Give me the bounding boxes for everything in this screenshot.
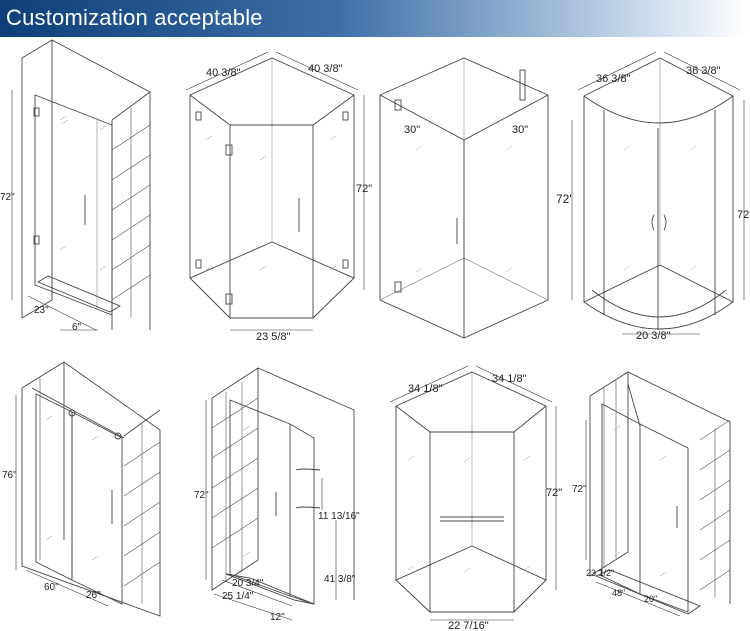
p3-height-label: 72' [556,192,572,206]
p3-right-depth-label: 30" [512,124,528,136]
p7-left-depth-label: 34 1/8" [408,383,443,395]
p2-door-width-label: 23 5/8" [256,331,291,343]
p6-total-width-label: 25 1/4" [222,591,254,602]
shower-enclosure-diagrams: 72" 23" 6" 40 3/8" 40 3/8" 72" 23 5/8" [0,39,750,631]
panel-3-square-corner: 30" 30" 72' [379,57,573,339]
panel-4-round-corner: 36 3/8" 36 3/8" 72" 20 3/8" [577,51,750,342]
page-title: Customization acceptable [6,5,263,30]
p1-height-label: 72" [0,192,15,203]
p1-return-label: 6" [72,322,82,333]
panel-8-alcove-hinged: 72" 23 1/2" 48" 20" [572,371,731,617]
p8-panel-width-label: 23 1/2" [586,568,614,578]
p7-height-label: 72" [546,487,562,499]
header-banner: Customization acceptable [0,0,750,37]
p4-right-depth-label: 36 3/8" [686,65,721,77]
p6-panel-width-label: 12" [270,612,285,623]
p5-height-label: 76" [2,470,17,481]
p8-door-width-label: 20" [644,594,657,604]
p2-right-depth-label: 40 3/8" [308,63,343,75]
p7-right-depth-label: 34 1/8" [492,373,527,385]
p4-left-depth-label: 36 3/8" [596,73,631,85]
panel-7-neo-angle: 34 1/8" 34 1/8" 72" 22 7/16" [389,365,562,631]
p6-buttress-label: 11 13/16" [318,511,360,522]
panel-2-neo-angle: 40 3/8" 40 3/8" 72" 23 5/8" [185,51,372,343]
p4-height-label: 72" [737,209,750,221]
p2-left-depth-label: 40 3/8" [206,67,241,79]
panel-6-hinged-door: 72" 11 13/16" 41 3/8" 20 3/4" 25 1/4" 12… [194,367,360,623]
p1-width-label: 23" [34,305,49,316]
panel-5-sliding-door: 76" 60" 26" [2,361,161,617]
p4-opening-label: 20 3/8" [636,330,671,342]
p6-door-width-label: 20 3/4" [232,578,264,589]
p7-door-width-label: 22 7/16" [448,620,489,631]
p3-left-depth-label: 30" [404,124,420,136]
p5-return-label: 26" [86,590,101,601]
p8-height-label: 72" [572,484,587,495]
p8-total-width-label: 48" [612,588,625,598]
p6-buttress-height-label: 41 3/8" [324,574,356,585]
p5-width-label: 60" [44,582,59,593]
p6-height-label: 72" [194,490,209,501]
panel-1-alcove-door: 72" 23" 6" [0,39,151,333]
p2-height-label: 72" [356,183,372,195]
